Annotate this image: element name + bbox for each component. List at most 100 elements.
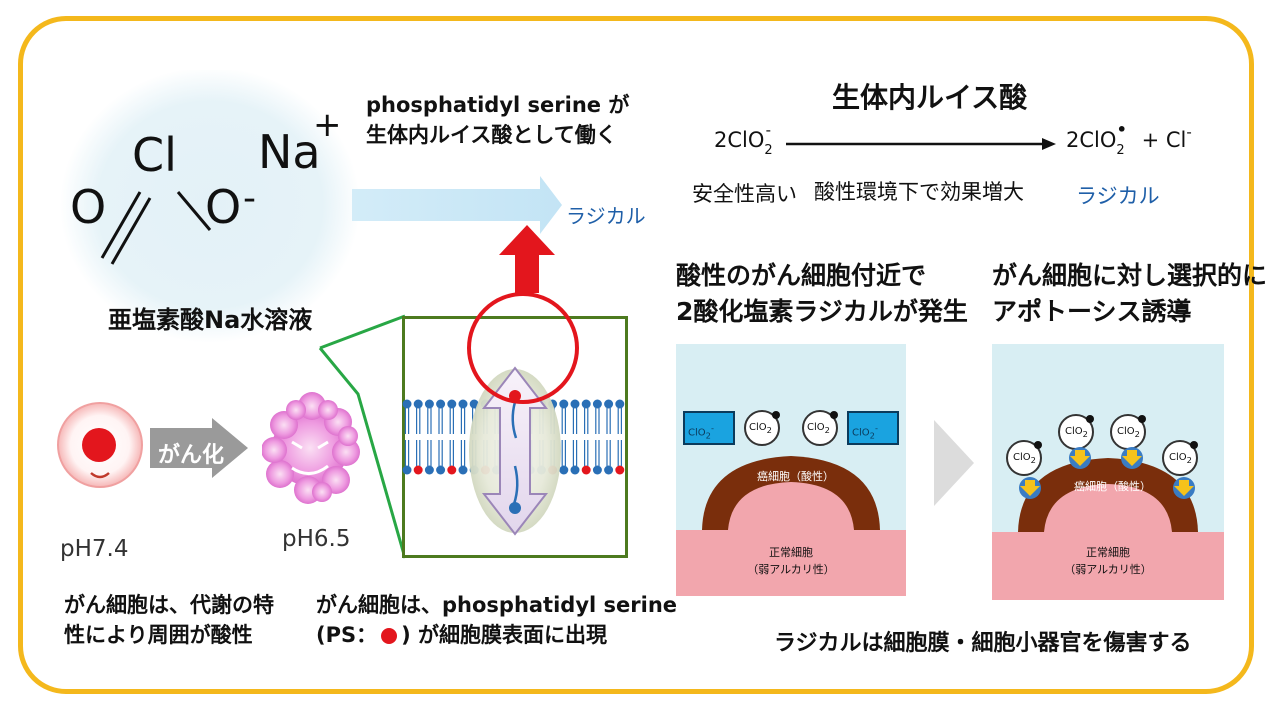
clo2-radical-2 xyxy=(802,410,838,446)
lipid-head xyxy=(458,465,468,475)
panel-right-title-line1: がん細胞に対し選択的に xyxy=(992,261,1268,290)
zoom-lines xyxy=(318,314,407,559)
right-radical-label-4-text: ClO xyxy=(1169,452,1187,463)
clo2-radical-1 xyxy=(744,410,780,446)
radical-label-1-sub: 2 xyxy=(766,425,772,435)
ps-head-bottom xyxy=(509,502,521,514)
minus-sign: - xyxy=(243,178,256,219)
lipid-head xyxy=(447,399,457,409)
molecule-glow xyxy=(60,70,360,343)
wide-arrow xyxy=(352,176,562,234)
right-radical-label-2: ClO2 xyxy=(1065,426,1088,439)
right-radical-label-2-text: ClO xyxy=(1065,426,1083,437)
right-radical-label-1-text: ClO xyxy=(1013,452,1031,463)
double-bond-2 xyxy=(110,197,152,265)
lipid-head xyxy=(570,399,580,409)
top-arrow-line2: 生体内ルイス酸として働く xyxy=(366,123,617,148)
radical-label-top: ラジカル xyxy=(566,204,646,228)
panel-transition-arrow xyxy=(934,420,974,506)
normal-cell-smile xyxy=(90,472,110,479)
lipid-head xyxy=(592,465,602,475)
lipid-head xyxy=(604,399,614,409)
lipid-head xyxy=(402,399,412,409)
normal-cell xyxy=(57,402,143,488)
reactant-sup: - xyxy=(765,121,772,139)
right-radical-label-3: ClO2 xyxy=(1117,426,1140,439)
radical-label-2-sub: 2 xyxy=(824,425,830,435)
panel-left-title-line1: 酸性のがん細胞付近で xyxy=(676,261,927,290)
right-radical-label-1-sub: 2 xyxy=(1030,455,1036,465)
panel-left-normal-label: 正常細胞 （弱アルカリ性） xyxy=(676,545,906,578)
ph-cancer: pH6.5 xyxy=(282,526,351,552)
caption-acidic: がん細胞は、代謝の特 性により周囲が酸性 xyxy=(64,590,274,651)
normal-cell-nucleus xyxy=(82,428,116,462)
reactant-formula: 2ClO xyxy=(714,128,765,152)
panel-right-title: がん細胞に対し選択的に アポトーシス誘導 xyxy=(992,258,1267,331)
top-arrow-line1: phosphatidyl serine が xyxy=(366,93,630,117)
box-label-2: ClO2- xyxy=(852,423,878,440)
lipid-head xyxy=(436,465,446,475)
highlight-circle xyxy=(467,292,579,404)
radical-label-2: ClO2 xyxy=(807,422,830,435)
box-label-1-sup: - xyxy=(710,423,714,433)
flip-arrow xyxy=(481,366,549,536)
box-label-1-text: ClO xyxy=(688,427,706,439)
product-formula: 2ClO xyxy=(1066,128,1117,152)
lipid-head xyxy=(436,399,446,409)
box-label-1-sub: 2 xyxy=(705,430,711,441)
caption-acidic-line1: がん細胞は、代謝の特 xyxy=(64,593,274,617)
lipid-head xyxy=(413,399,423,409)
lipid-head xyxy=(469,399,479,409)
lipid-head xyxy=(570,465,580,475)
lipid-head xyxy=(413,465,423,475)
lipid-head xyxy=(604,465,614,475)
condition-label: 酸性環境下で効果増大 xyxy=(814,180,1024,204)
panel-left-title-line2: 2酸化塩素ラジカルが発生 xyxy=(676,297,968,327)
lipid-head xyxy=(559,465,569,475)
single-bond xyxy=(176,191,212,231)
panel-right-title-line2: アポトーシス誘導 xyxy=(992,297,1192,327)
panel-right-diagram xyxy=(992,344,1224,600)
ph-normal: pH7.4 xyxy=(60,536,129,562)
right-radical-label-3-sub: 2 xyxy=(1134,429,1140,439)
panel-left-diagram xyxy=(676,344,906,596)
lipid-head xyxy=(615,399,625,409)
clo2-ion-box-1 xyxy=(683,411,735,445)
attacking-radicals xyxy=(1006,414,1198,499)
cancer-cell xyxy=(262,392,360,504)
panel-right-normal-line1: 正常細胞 xyxy=(1086,546,1130,559)
lipid-head xyxy=(581,399,591,409)
lipid-head xyxy=(559,399,569,409)
panel-right-cancer-label: 癌細胞（酸性） xyxy=(1074,480,1151,493)
lipid-head xyxy=(581,465,591,475)
cancerize-label: がん化 xyxy=(158,443,225,468)
double-bond-1 xyxy=(100,191,142,259)
panel-right-normal-line2: （弱アルカリ性） xyxy=(1064,562,1152,576)
lipid-head xyxy=(402,465,412,475)
reactant-sub: 2 xyxy=(764,143,773,158)
plus-sign: + xyxy=(313,105,342,145)
radical-label-1-text: ClO xyxy=(749,422,767,433)
box-label-1: ClO2- xyxy=(688,423,714,440)
caption-ps-part-a: (PS： xyxy=(316,623,378,648)
caption-ps-line2: (PS：) が細胞膜表面に出現 xyxy=(316,620,677,650)
membrane-zoom xyxy=(402,316,628,558)
caption-ps-line1: がん細胞は、phosphatidyl serine xyxy=(316,593,678,617)
normal-tissue xyxy=(676,530,906,596)
atom-na: Na xyxy=(258,125,321,179)
bottom-caption: ラジカルは細胞膜・細胞小器官を傷害する xyxy=(774,631,1192,656)
molecule-caption: 亜塩素酸Na水溶液 xyxy=(108,306,313,334)
lipid-head xyxy=(424,399,434,409)
right-radical-label-1: ClO2 xyxy=(1013,452,1036,465)
reactant: 2ClO2 - xyxy=(714,121,778,158)
product-sub: 2 xyxy=(1116,143,1125,158)
reaction-arrow xyxy=(786,138,1056,150)
normal-tissue-right xyxy=(992,532,1224,600)
lipid-head xyxy=(447,465,457,475)
right-radical-label-4-sub: 2 xyxy=(1186,455,1192,465)
outer-frame xyxy=(18,16,1254,694)
radical-label-2-text: ClO xyxy=(807,422,825,433)
panel-left-cancer-label: 癌細胞（酸性） xyxy=(757,470,834,483)
lipid-head xyxy=(424,465,434,475)
product-sup: • xyxy=(1116,120,1127,139)
